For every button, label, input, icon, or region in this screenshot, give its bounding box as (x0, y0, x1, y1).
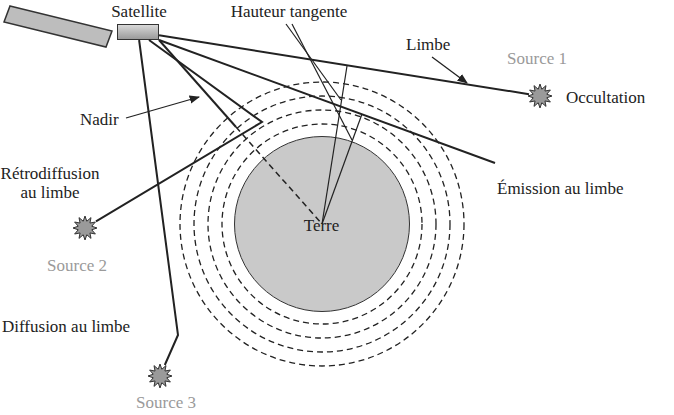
node-label: Source 3 (121, 394, 211, 413)
satellite-body: Satellite (117, 24, 159, 40)
node-label: Source 2 (37, 257, 117, 276)
solar-panel (4, 6, 112, 47)
star-symbol (74, 217, 96, 239)
light-source: Source 1 (529, 85, 551, 107)
node-label: Satellite (96, 3, 182, 22)
leader-line (292, 24, 352, 140)
leader-line (286, 24, 341, 100)
sight-line (96, 40, 262, 221)
atmosphere-layer (180, 82, 464, 366)
star-symbol (529, 85, 551, 107)
callout-label: Hauteur tangente (228, 3, 350, 22)
light-source: Source 3 (149, 365, 171, 387)
star-shape (528, 84, 552, 108)
geometry-label: Rétrodiffusion au limbe (0, 165, 106, 202)
geometry-label: Diffusion au limbe (2, 318, 130, 337)
callout-label: Nadir (80, 111, 119, 130)
node-label: Source 1 (497, 50, 577, 69)
sight-line (159, 35, 529, 94)
atmosphere-layer (194, 96, 450, 352)
earth-circle: Terre (234, 136, 410, 312)
callout-label: Limbe (406, 36, 450, 55)
star-shape (148, 364, 172, 388)
star-symbol (149, 365, 171, 387)
leader-arrow (432, 57, 467, 83)
star-shape (73, 216, 97, 240)
atmosphere-layer (208, 110, 436, 338)
geometry-label: Occultation (566, 89, 645, 108)
node-label: Terre (235, 217, 408, 236)
geometry-label: Émission au limbe (497, 180, 624, 199)
sight-line (139, 40, 178, 365)
light-source: Source 2 (74, 217, 96, 239)
leader-arrow (126, 97, 199, 118)
nadir-line (159, 40, 236, 127)
atmosphere-layer (222, 124, 422, 324)
